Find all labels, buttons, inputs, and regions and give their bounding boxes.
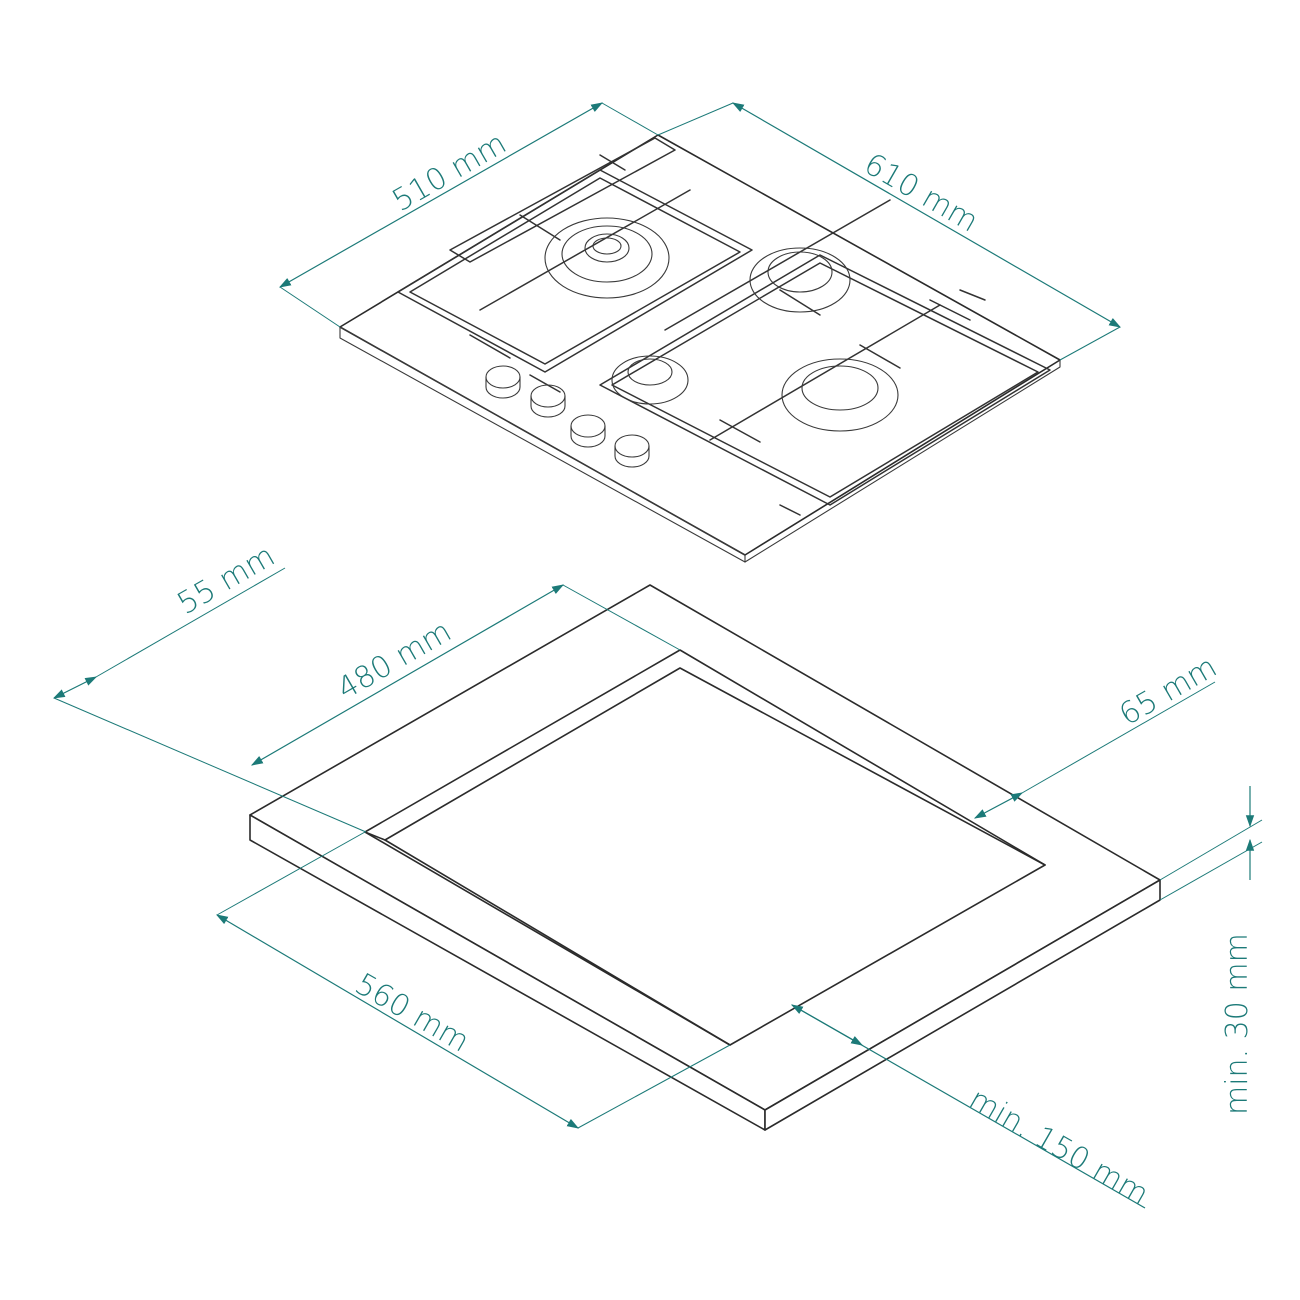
knob-icon xyxy=(530,384,566,418)
side-gap-dimension: 65 mm xyxy=(973,650,1223,819)
thickness-dimension: min. 30 mm xyxy=(1159,786,1263,1115)
hob-width-label: 510 mm xyxy=(387,126,513,219)
front-gap-label: min. 150 mm xyxy=(963,1082,1154,1213)
burner-small-front xyxy=(611,355,689,405)
thickness-label: min. 30 mm xyxy=(1220,933,1255,1115)
knob-icon xyxy=(570,414,606,448)
side-gap-label: 65 mm xyxy=(1114,650,1223,733)
knob-icon xyxy=(614,434,650,468)
control-knobs xyxy=(485,365,650,468)
burner-medium-front xyxy=(781,358,899,432)
knob-icon xyxy=(485,365,521,399)
cutout-width-label: 480 mm xyxy=(332,614,458,707)
cutout-depth-label: 560 mm xyxy=(349,967,475,1060)
front-gap-dimension: min. 150 mm xyxy=(790,1004,1154,1213)
hob-depth-label: 610 mm xyxy=(858,147,984,240)
